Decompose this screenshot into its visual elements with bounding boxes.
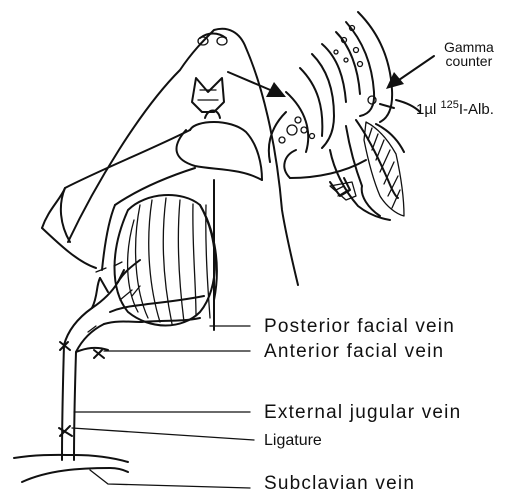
animal-head-outline [68,29,298,285]
injection-label: 1µl 125I-Alb. [416,100,494,117]
injection-agent: I-Alb. [459,101,494,118]
cheek-pouch [176,78,262,180]
vein-tree [14,260,204,482]
external-jugular-vein-label: External jugular vein [264,403,461,422]
ligature-label: Ligature [264,433,322,449]
cross-section-inset [269,12,420,220]
gamma-counter-arrow [386,56,434,89]
isotope-mass: 125 [441,99,459,111]
subclavian-vein-label: Subclavian vein [264,474,415,493]
gamma-counter-label: Gamma counter [444,40,494,68]
anterior-facial-vein-label: Anterior facial vein [264,342,444,361]
injection-volume: 1µl [416,101,436,118]
posterior-facial-vein-label: Posterior facial vein [264,317,455,336]
leader-lines [72,326,254,488]
